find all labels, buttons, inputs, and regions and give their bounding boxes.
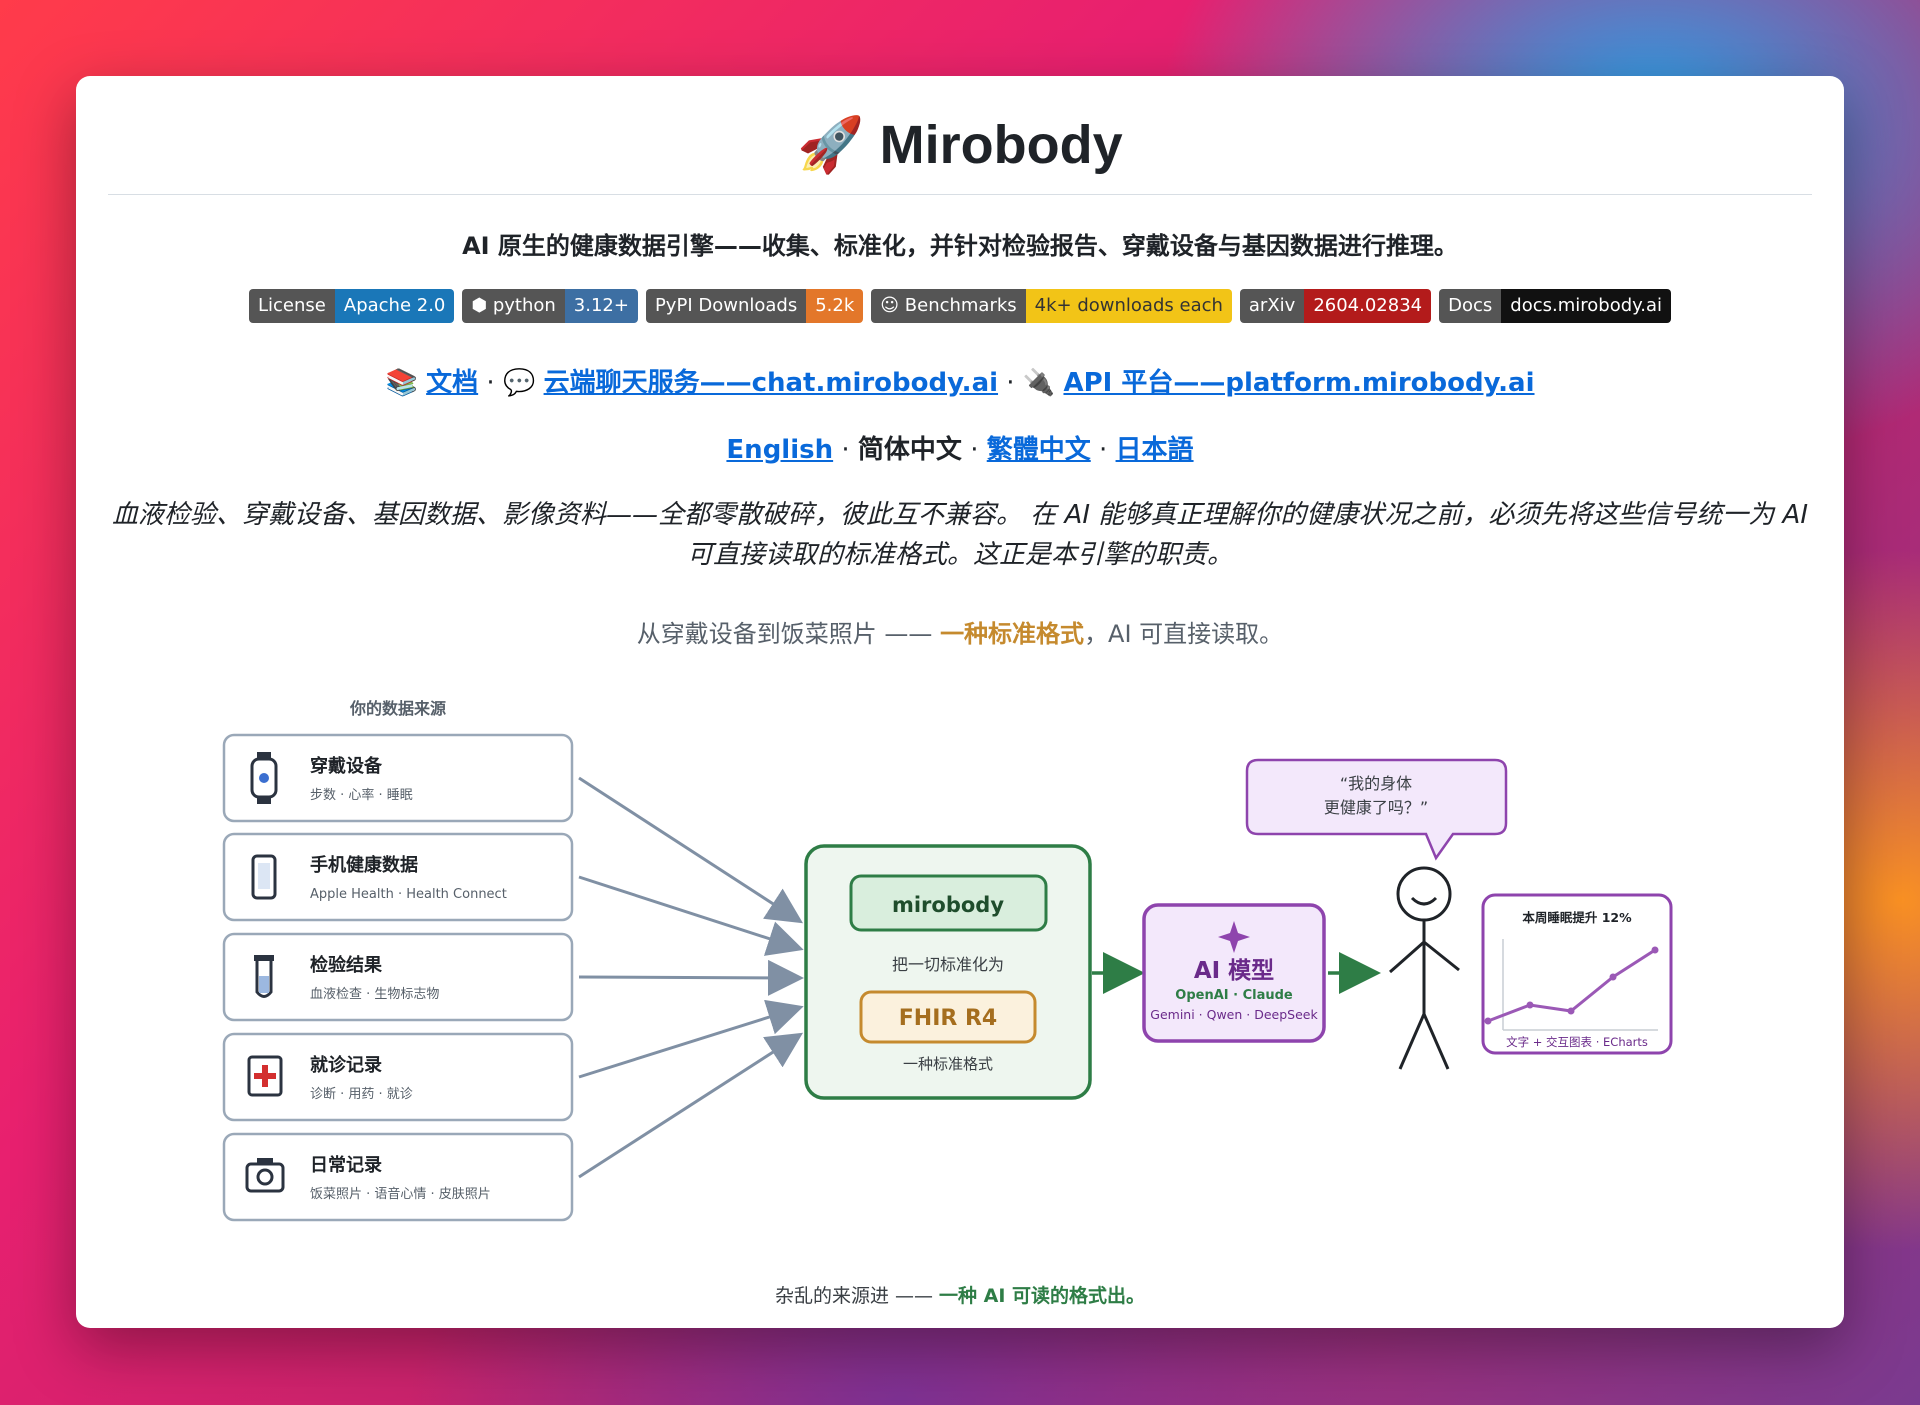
chart-title: 本周睡眠提升 12% bbox=[1522, 910, 1632, 925]
source-name: 穿戴设备 bbox=[310, 755, 383, 777]
sparkle-icon bbox=[1218, 921, 1250, 953]
tagline-highlight: 一种标准格式 bbox=[940, 620, 1085, 648]
links-row: 📚 文档 · 💬 云端聊天服务——chat.mirobody.ai · 🔌 AP… bbox=[385, 368, 1535, 398]
fhir-format: FHIR R4 bbox=[899, 1006, 997, 1031]
plug-icon: 🔌 bbox=[1022, 368, 1056, 398]
ai-model-box: AI 模型 OpenAI · Claude Gemini · Qwen · De… bbox=[1142, 903, 1326, 1043]
engine-name: mirobody bbox=[892, 893, 1004, 917]
lang-japanese-link[interactable]: 日本語 bbox=[1115, 435, 1194, 465]
chart-point bbox=[1651, 946, 1659, 954]
rocket-icon: 🚀 bbox=[797, 115, 865, 175]
ai-models-line1: OpenAI · Claude bbox=[1175, 988, 1293, 1003]
format-caption: 一种标准格式 bbox=[903, 1055, 993, 1073]
source-detail: 饭菜照片 · 语音心情 · 皮肤照片 bbox=[310, 1186, 491, 1202]
chart-caption: 文字 + 交互图表 · ECharts bbox=[1506, 1035, 1648, 1049]
source-card-lab-results: 检验结果 血液检查 · 生物标志物 bbox=[222, 932, 574, 1022]
lang-english-link[interactable]: English bbox=[726, 435, 834, 465]
mirobody-engine-box: mirobody 把一切标准化为 FHIR R4 一种标准格式 bbox=[804, 844, 1092, 1100]
title-divider bbox=[108, 194, 1812, 195]
diagram-footer: 杂乱的来源进 —— 一种 AI 可读的格式出。 bbox=[775, 1284, 1145, 1307]
phone-icon bbox=[251, 854, 277, 900]
source-card-phone-health: 手机健康数据 Apple Health · Health Connect bbox=[222, 832, 574, 922]
source-name: 检验结果 bbox=[310, 954, 383, 976]
lang-traditional-link[interactable]: 繁體中文 bbox=[986, 435, 1091, 465]
user-figure-icon bbox=[1389, 866, 1460, 1070]
chat-link[interactable]: 云端聊天服务——chat.mirobody.ai bbox=[543, 368, 999, 398]
tagline: 从穿戴设备到饭菜照片 —— 一种标准格式，AI 可直接读取。 bbox=[636, 620, 1284, 648]
sleep-chart-card: 本周睡眠提升 12% 文字 + 交互图表 · ECharts bbox=[1481, 893, 1673, 1055]
speech-bubble: “我的身体 更健康了吗？” bbox=[1245, 758, 1508, 861]
books-icon: 📚 bbox=[385, 368, 418, 398]
chart-point bbox=[1526, 1001, 1534, 1009]
medical-kit-icon bbox=[247, 1055, 283, 1097]
source-detail: Apple Health · Health Connect bbox=[310, 887, 507, 902]
readme-card: 🚀 Mirobody AI 原生的健康数据引擎——收集、标准化，并针对检验报告、… bbox=[76, 76, 1844, 1328]
source-detail: 血液检查 · 生物标志物 bbox=[310, 987, 439, 1002]
test-tube-icon bbox=[254, 955, 274, 998]
speech-line2: 更健康了吗？” bbox=[1324, 798, 1428, 817]
description: 血液检验、穿戴设备、基因数据、影像资料——全都零散破碎，彼此互不兼容。 在 AI… bbox=[112, 500, 1808, 570]
page-title: 🚀 Mirobody bbox=[76, 114, 1844, 177]
hugging-face-icon: ☺ bbox=[880, 295, 905, 316]
sources-heading: 你的数据来源 bbox=[349, 699, 446, 718]
subtitle: AI 原生的健康数据引擎——收集、标准化，并针对检验报告、穿戴设备与基因数据进行… bbox=[462, 232, 1458, 260]
title-text: Mirobody bbox=[879, 115, 1123, 175]
ai-models-line2: Gemini · Qwen · DeepSeek bbox=[1150, 1007, 1318, 1022]
chart-point bbox=[1609, 973, 1617, 981]
source-card-medical-records: 就诊记录 诊断 · 用药 · 就诊 bbox=[222, 1032, 574, 1122]
docs-link[interactable]: 文档 bbox=[426, 368, 479, 398]
source-card-wearable: 穿戴设备 步数 · 心率 · 睡眠 bbox=[222, 733, 574, 823]
chart-point bbox=[1567, 1007, 1575, 1015]
lang-simplified-current: 简体中文 bbox=[857, 435, 962, 465]
chart-point bbox=[1484, 1017, 1492, 1025]
speech-line1: “我的身体 bbox=[1340, 774, 1412, 793]
source-name: 日常记录 bbox=[310, 1154, 382, 1176]
api-platform-link[interactable]: API 平台——platform.mirobody.ai bbox=[1063, 368, 1535, 398]
source-card-daily-log: 日常记录 饭菜照片 · 语音心情 · 皮肤照片 bbox=[222, 1132, 574, 1222]
source-arrows bbox=[578, 776, 804, 1179]
engine-caption: 把一切标准化为 bbox=[892, 955, 1004, 974]
source-name: 手机健康数据 bbox=[310, 854, 418, 876]
language-switcher: English · 简体中文 · 繁體中文 · 日本語 bbox=[726, 435, 1194, 465]
python-icon: ⬢ bbox=[471, 295, 493, 316]
speech-bubble-icon: 💬 bbox=[502, 368, 536, 398]
source-detail: 步数 · 心率 · 睡眠 bbox=[310, 787, 413, 803]
source-detail: 诊断 · 用药 · 就诊 bbox=[310, 1087, 413, 1102]
source-name: 就诊记录 bbox=[310, 1054, 382, 1076]
ai-title: AI 模型 bbox=[1194, 958, 1274, 984]
architecture-diagram: 你的数据来源 穿戴设备 步数 · 心率 · 睡眠 手机健康数据 Apple He… bbox=[222, 699, 1673, 1307]
camera-icon bbox=[245, 1158, 285, 1193]
watch-icon bbox=[250, 752, 278, 804]
